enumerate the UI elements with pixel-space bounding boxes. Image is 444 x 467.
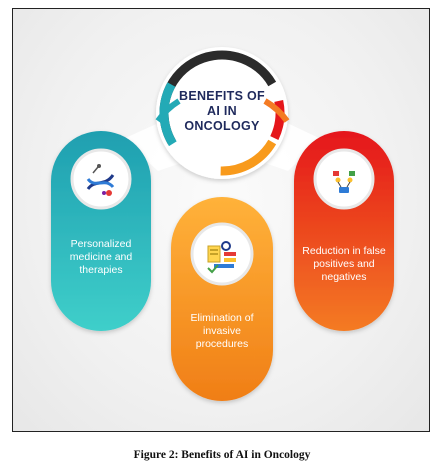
card-elimination-text: Elimination of invasive procedures	[190, 312, 254, 350]
document-settings-icon	[207, 241, 236, 274]
figure-frame: BENEFITS OF AI IN ONCOLOGY Personalized …	[12, 8, 430, 432]
network-nodes-icon	[333, 171, 355, 193]
card-personalized-text: Personalized medicine and therapies	[69, 238, 133, 276]
dna-icon	[86, 164, 115, 196]
icon-circle-red	[313, 148, 375, 210]
diagram-graphic	[51, 47, 394, 401]
red-connector	[253, 121, 321, 171]
icon-circle-orange	[190, 222, 254, 286]
card-reduction-text: Reduction in false positives and negativ…	[302, 245, 386, 283]
icon-circle-teal	[70, 148, 132, 210]
figure-caption: Figure 2: Benefits of AI in Oncology	[133, 449, 311, 461]
center-title: BENEFITS OF AI IN ONCOLOGY	[179, 89, 265, 133]
center-ring	[156, 47, 288, 179]
